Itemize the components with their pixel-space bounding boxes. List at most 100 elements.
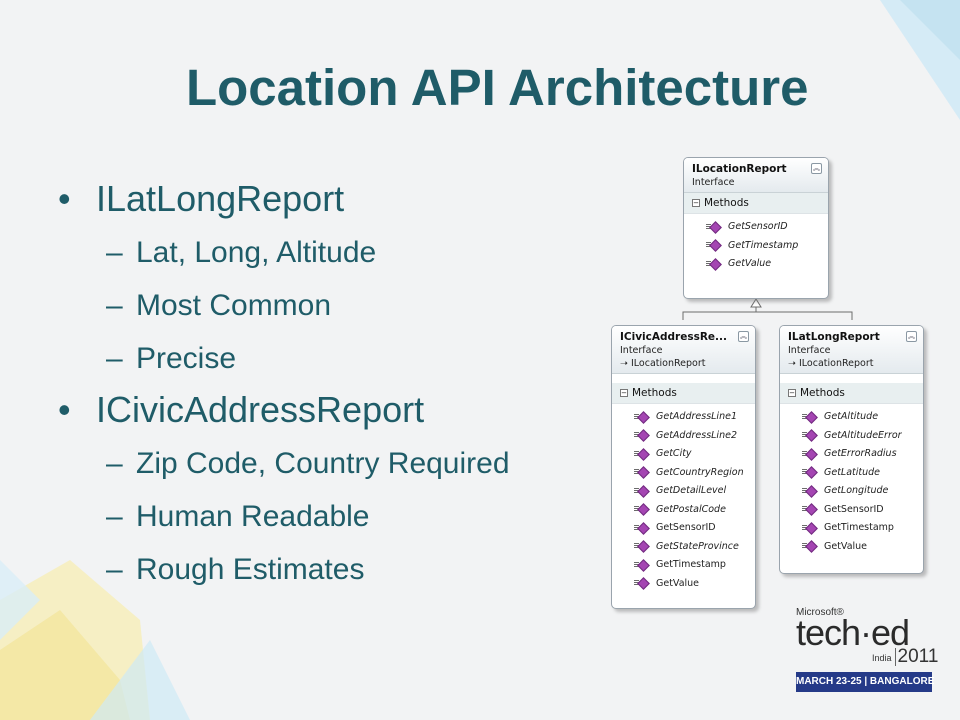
method-name: GetTimestamp xyxy=(656,559,726,570)
uml-header: ICivicAddressRe... Interface ➝ ILocation… xyxy=(612,326,755,374)
method-item: GetSensorID xyxy=(634,519,755,538)
interface-kind: Interface xyxy=(788,345,831,356)
method-list: GetAddressLine1 GetAddressLine2 GetCity … xyxy=(612,404,755,599)
bullet-list: ILatLongReport –Lat, Long, Altitude –Mos… xyxy=(58,178,618,596)
teched-wordmark: tech·ed xyxy=(796,612,910,653)
methods-section[interactable]: −Methods xyxy=(612,383,755,404)
sub-bullet-text: Zip Code, Country Required xyxy=(136,447,510,480)
method-name: GetSensorID xyxy=(728,221,788,232)
method-item: GetValue xyxy=(634,575,755,594)
inherit-arrow-icon: ➝ xyxy=(788,358,796,369)
method-icon xyxy=(634,523,648,533)
sub-bullet-text: Most Common xyxy=(136,289,332,322)
method-item: GetTimestamp xyxy=(706,237,828,256)
sub-bullet-text: Rough Estimates xyxy=(136,553,365,586)
dash: – xyxy=(106,236,123,269)
uml-header: ILatLongReport Interface ➝ ILocationRepo… xyxy=(780,326,923,374)
section-label: Methods xyxy=(800,387,845,399)
method-list: GetSensorID GetTimestamp GetValue xyxy=(684,214,828,280)
method-icon xyxy=(802,504,816,514)
method-item: GetErrorRadius xyxy=(802,445,923,464)
interface-kind: Interface xyxy=(692,177,735,188)
method-name: GetLongitude xyxy=(824,485,889,496)
uml-header: ILocationReport Interface ︽ xyxy=(684,158,828,193)
method-icon xyxy=(634,578,648,588)
sub-bullet: –Human Readable xyxy=(58,490,618,543)
methods-section[interactable]: −Methods xyxy=(780,383,923,404)
bullet-civic: ICivicAddressReport xyxy=(58,389,618,437)
teched-logo: Microsoft® tech·ed India 2011 MARCH 23-2… xyxy=(796,607,938,693)
logo-edition: India 2011 xyxy=(796,647,938,666)
method-item: GetLongitude xyxy=(802,482,923,501)
inherits-line: ➝ ILocationReport xyxy=(788,358,915,369)
method-name: GetAltitude xyxy=(824,411,879,422)
inherits-name: ILocationReport xyxy=(631,358,706,369)
interface-name: ILocationReport xyxy=(692,163,787,175)
minus-icon[interactable]: − xyxy=(692,199,700,207)
method-name: GetDetailLevel xyxy=(656,485,727,496)
method-icon xyxy=(802,486,816,496)
method-item: GetPostalCode xyxy=(634,501,755,520)
slide-title: Location API Architecture xyxy=(186,59,809,116)
method-item: GetLatitude xyxy=(802,464,923,483)
method-name: GetCountryRegion xyxy=(656,466,744,478)
method-item: GetAddressLine1 xyxy=(634,408,755,427)
methods-section[interactable]: −Methods xyxy=(684,193,828,214)
uml-box-icivicaddressreport[interactable]: ICivicAddressRe... Interface ➝ ILocation… xyxy=(611,325,756,609)
sub-bullet: –Rough Estimates xyxy=(58,543,618,596)
method-icon xyxy=(802,412,816,422)
method-name: GetSensorID xyxy=(656,522,716,533)
method-icon xyxy=(634,430,648,440)
method-item: GetTimestamp xyxy=(802,519,923,538)
logo-year: 2011 xyxy=(894,647,938,666)
method-name: GetCity xyxy=(656,448,692,459)
method-item: GetValue xyxy=(706,255,828,274)
dash: – xyxy=(106,553,123,586)
method-icon xyxy=(634,486,648,496)
method-name: GetAddressLine2 xyxy=(656,429,737,441)
method-name: GetValue xyxy=(824,540,868,552)
interface-name: ICivicAddressRe... xyxy=(620,331,728,343)
interface-name: ILatLongReport xyxy=(788,331,880,343)
method-item: GetDetailLevel xyxy=(634,482,755,501)
collapse-icon[interactable]: ︽ xyxy=(811,163,822,174)
logo-region: India xyxy=(872,653,892,663)
collapse-icon[interactable]: ︽ xyxy=(906,331,917,342)
method-name: GetTimestamp xyxy=(824,522,894,533)
method-icon xyxy=(634,449,648,459)
method-item: GetAltitude xyxy=(802,408,923,427)
method-icon xyxy=(634,467,648,477)
uml-box-ilatlongreport[interactable]: ILatLongReport Interface ➝ ILocationRepo… xyxy=(779,325,924,574)
dash: – xyxy=(106,447,123,480)
method-icon xyxy=(634,504,648,514)
method-name: GetLatitude xyxy=(824,466,881,478)
method-icon xyxy=(634,412,648,422)
method-item: GetAltitudeError xyxy=(802,427,923,446)
method-item: GetTimestamp xyxy=(634,556,755,575)
minus-icon[interactable]: − xyxy=(620,389,628,397)
method-name: GetValue xyxy=(728,258,772,269)
minus-icon[interactable]: − xyxy=(788,389,796,397)
microsoft-wordmark: Microsoft® xyxy=(796,607,844,618)
method-icon xyxy=(634,541,648,551)
method-icon xyxy=(706,240,720,250)
dash: – xyxy=(106,342,123,375)
uml-box-ilocationreport[interactable]: ILocationReport Interface ︽ −Methods Get… xyxy=(683,157,829,299)
method-list: GetAltitude GetAltitudeError GetErrorRad… xyxy=(780,404,923,562)
inherits-line: ➝ ILocationReport xyxy=(620,358,747,369)
method-item: GetCity xyxy=(634,445,755,464)
method-item: GetCountryRegion xyxy=(634,464,755,483)
dash: – xyxy=(106,289,123,322)
method-icon xyxy=(802,449,816,459)
inherit-arrow-icon: ➝ xyxy=(620,358,628,369)
method-icon xyxy=(706,259,720,269)
method-icon xyxy=(802,467,816,477)
method-item: GetValue xyxy=(802,538,923,557)
collapse-icon[interactable]: ︽ xyxy=(738,331,749,342)
method-name: GetAltitudeError xyxy=(824,429,902,441)
method-icon xyxy=(634,560,648,570)
method-name: GetStateProvince xyxy=(656,540,739,552)
method-item: GetStateProvince xyxy=(634,538,755,557)
sub-bullet: –Zip Code, Country Required xyxy=(58,437,618,490)
method-name: GetAddressLine1 xyxy=(656,411,737,422)
